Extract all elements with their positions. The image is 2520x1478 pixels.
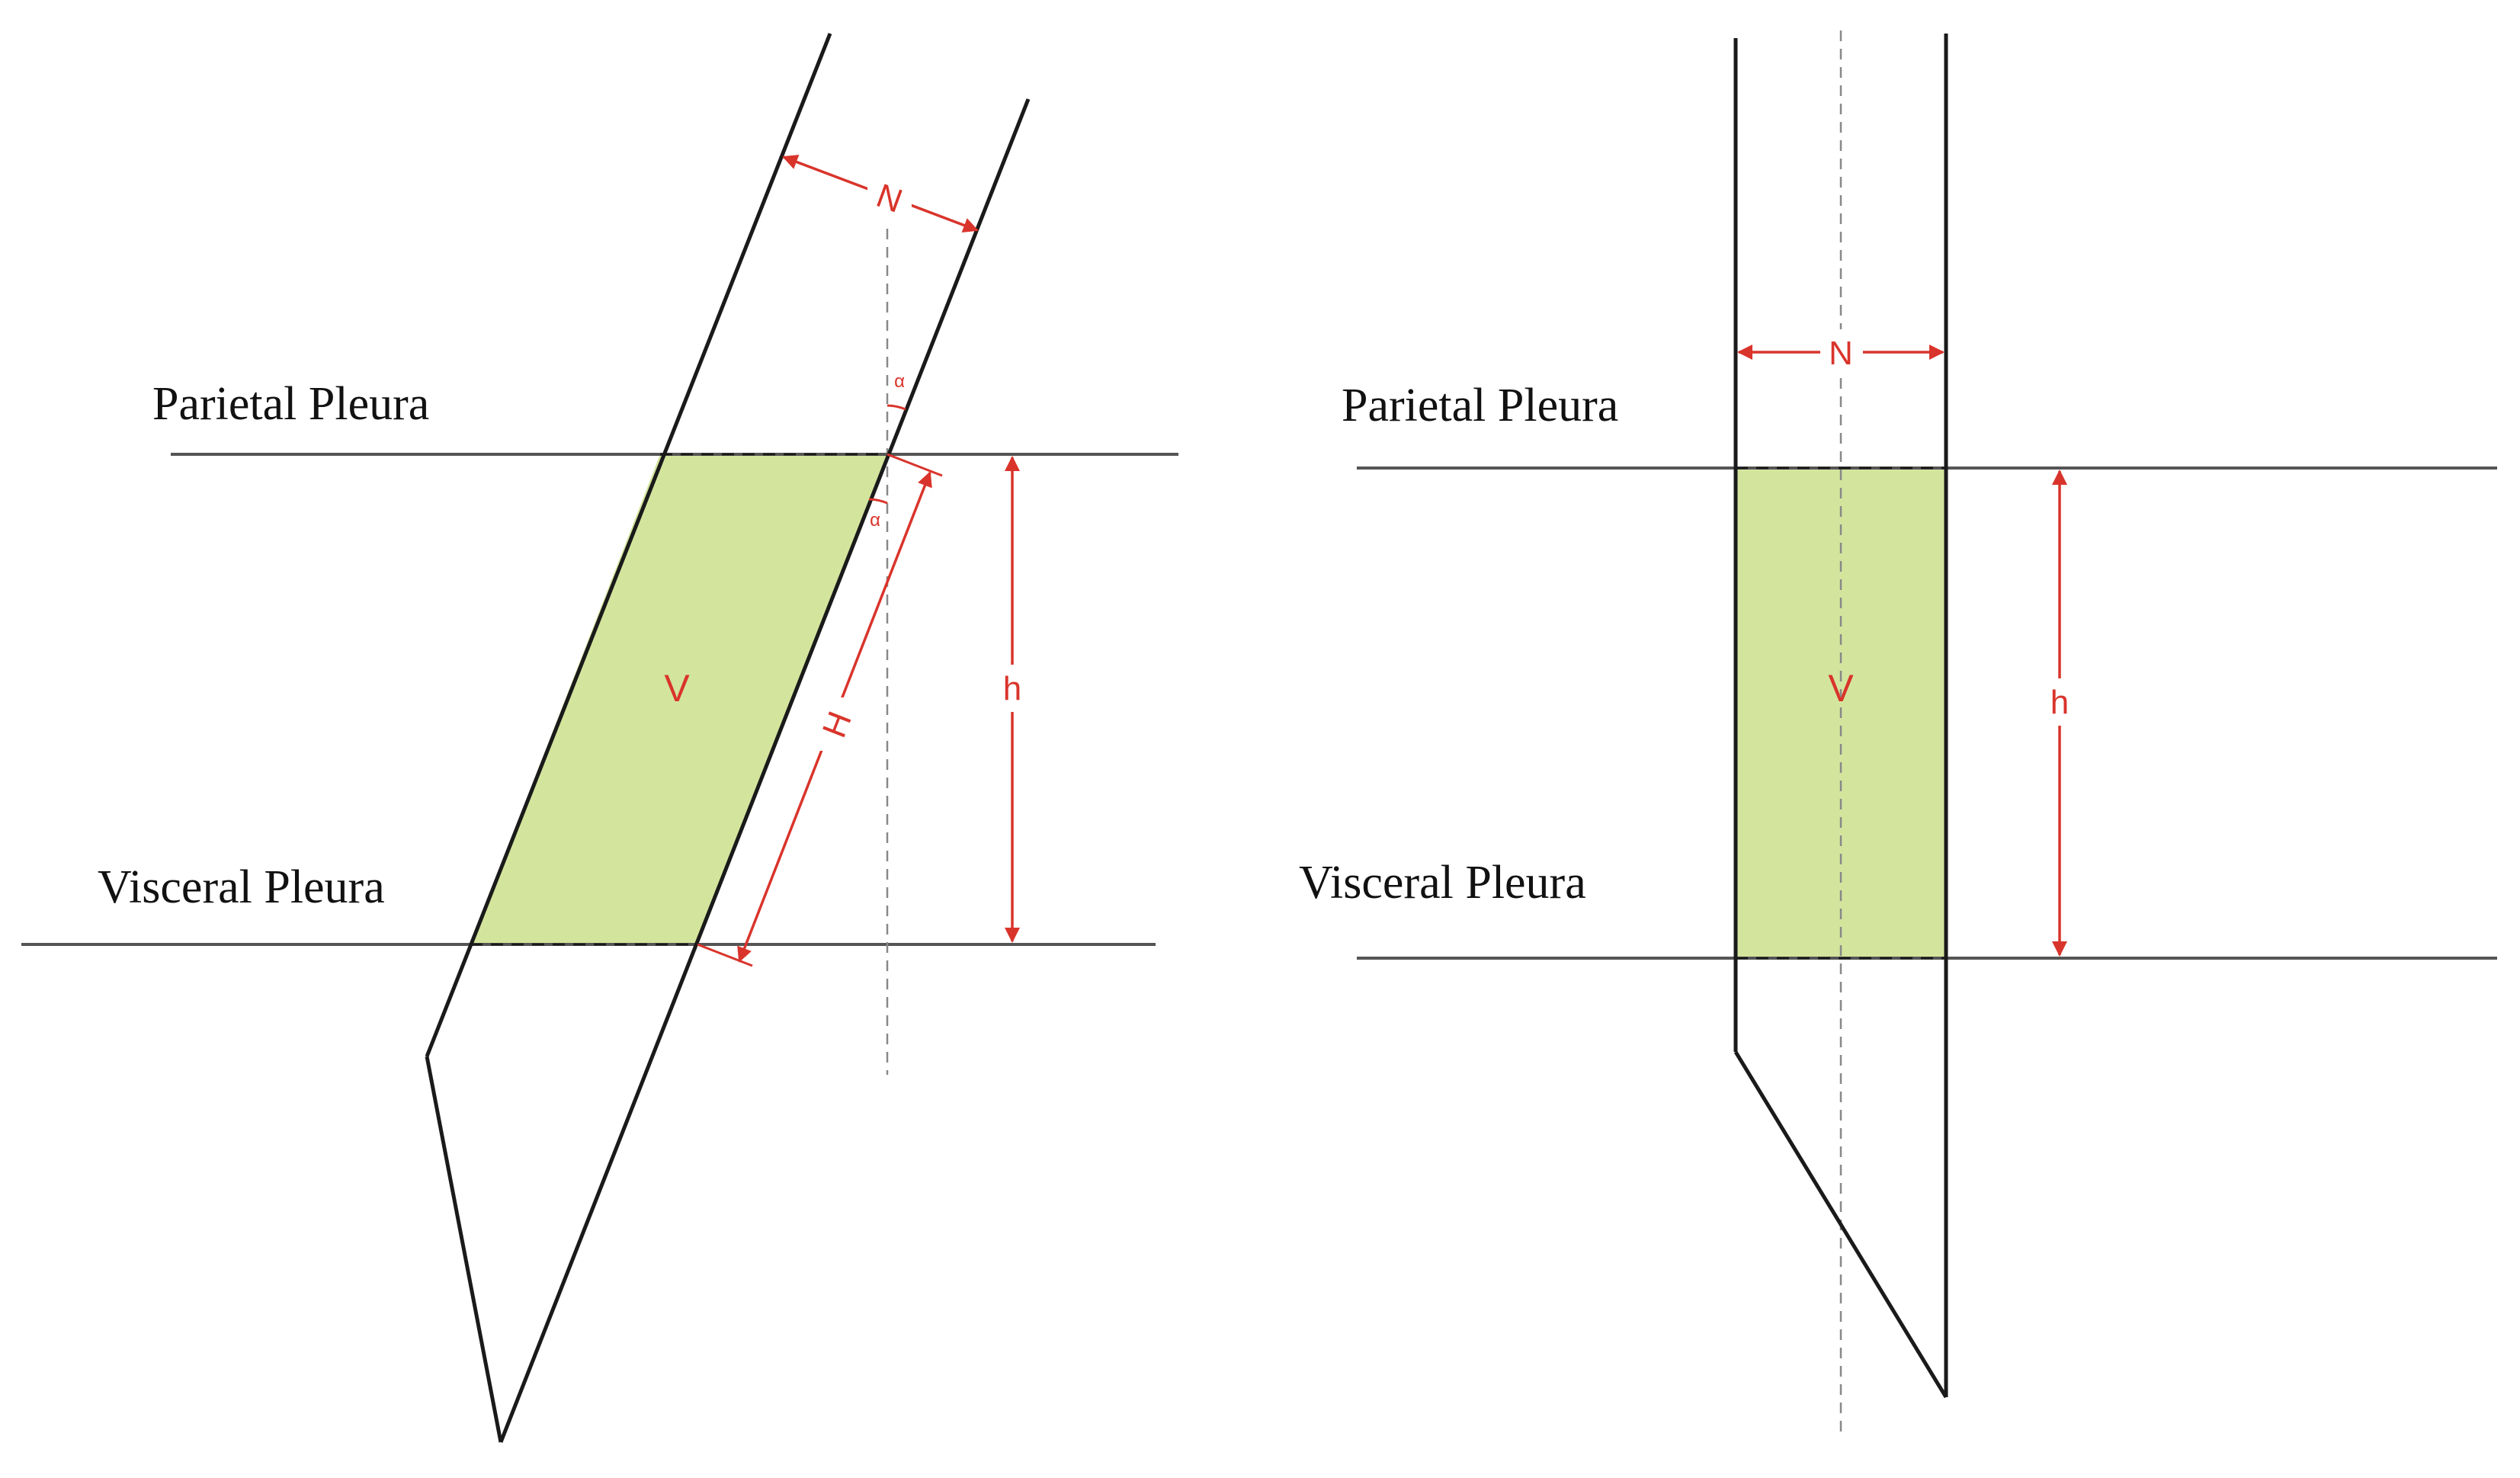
- left-needle-left-edge: [425, 33, 832, 1057]
- left-depth-label: h: [1003, 670, 1021, 707]
- right-needle-width-label: N: [1829, 335, 1853, 372]
- right-panel: N h V Parietal Pleura Visceral Pleura: [1299, 30, 2497, 1437]
- left-visceral-pleura-label: Visceral Pleura: [98, 861, 385, 913]
- right-volume-label: V: [1828, 667, 1854, 710]
- left-panel: N α α H h V Parietal Pleura Visceral Ple…: [21, 33, 1178, 1443]
- right-visceral-pleura-label: Visceral Pleura: [1299, 857, 1586, 909]
- left-needle-length-tick-top: [886, 453, 943, 477]
- right-depth-label: h: [2050, 684, 2069, 721]
- left-angle-bottom-label: α: [870, 510, 880, 531]
- left-angle-top-arc: [886, 404, 906, 411]
- right-needle-bevel-tip: [1733, 1050, 1948, 1399]
- left-needle-bevel-tip: [425, 1056, 503, 1443]
- left-volume-label: V: [664, 667, 690, 710]
- left-angle-top-label: α: [894, 371, 905, 392]
- left-parietal-pleura-label: Parietal Pleura: [152, 378, 429, 430]
- right-parietal-pleura-label: Parietal Pleura: [1342, 380, 1618, 431]
